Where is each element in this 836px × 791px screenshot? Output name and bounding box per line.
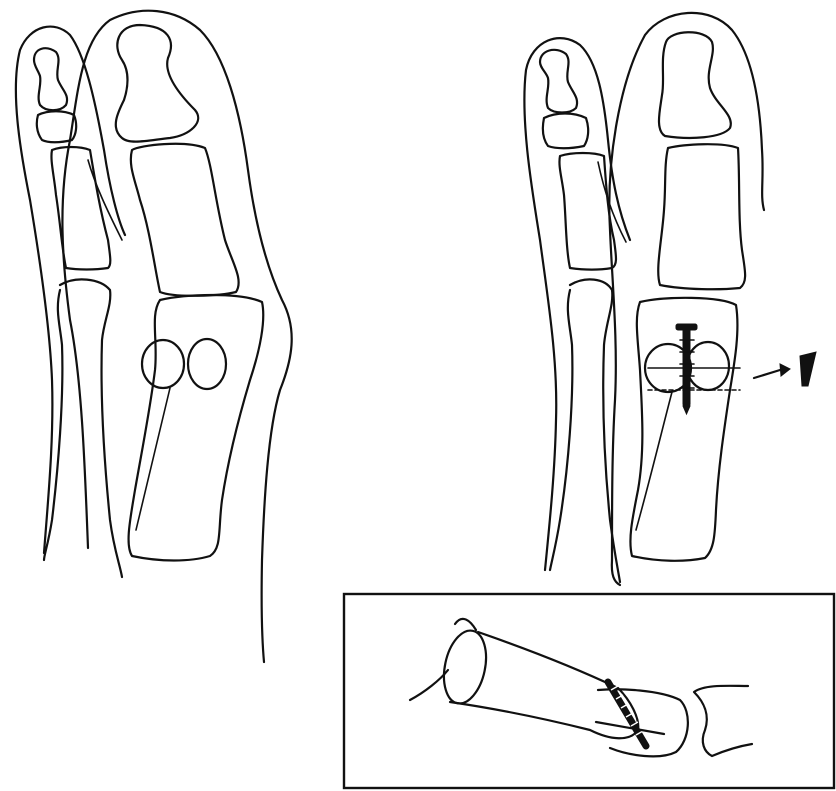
left-great-toe-proximal-phalanx: [131, 144, 239, 296]
left-great-toe-distal-phalanx: [116, 25, 198, 142]
right-sesamoid-lateral: [687, 342, 729, 390]
left-foot-drawing: [16, 11, 292, 662]
right-second-toe-proximal-phalanx: [559, 153, 616, 270]
inset-soft-tissue-lower: [410, 670, 448, 700]
inset-cut-surface: [438, 627, 493, 708]
left-second-toe-distal-phalanx: [34, 48, 67, 110]
right-second-metatarsal: [550, 279, 620, 582]
right-great-toe-distal-phalanx: [659, 32, 731, 138]
right-second-toe-middle-phalanx: [543, 114, 588, 149]
inset-panel: [344, 594, 834, 788]
left-second-toe-proximal-phalanx: [51, 147, 110, 270]
left-sesamoid-lateral: [188, 339, 226, 389]
right-screw-icon: [676, 324, 697, 414]
left-sesamoid-medial: [142, 340, 184, 388]
inset-frame: [344, 594, 834, 788]
inset-soft-tissue-upper: [455, 619, 476, 630]
arrow-right-icon: [754, 364, 790, 378]
inset-proximal-phalanx: [694, 686, 752, 756]
right-second-toe-distal-phalanx: [540, 50, 577, 113]
right-great-toe-proximal-phalanx: [658, 144, 745, 289]
left-first-metatarsal: [129, 295, 264, 561]
right-foot-drawing: [524, 13, 816, 585]
bone-wedge-icon: [800, 352, 816, 386]
